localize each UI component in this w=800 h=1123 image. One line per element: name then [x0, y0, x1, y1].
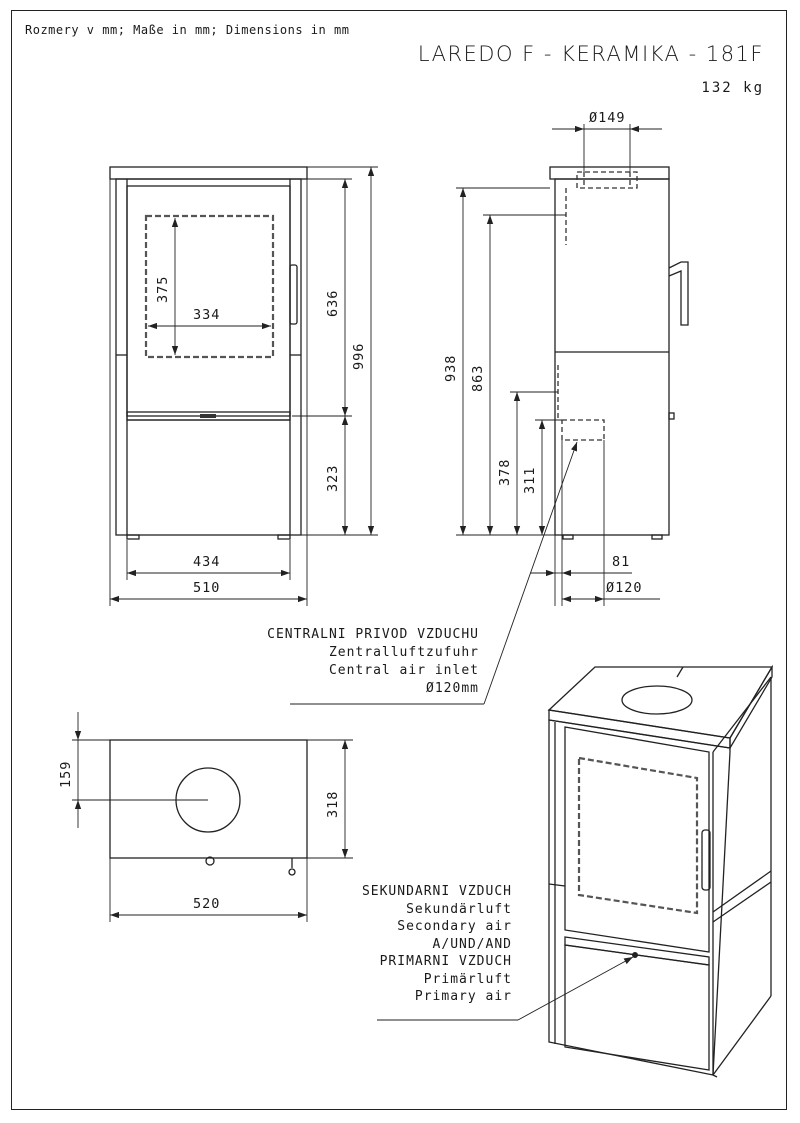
dim-996: 996 — [351, 342, 367, 370]
dim-159: 159 — [58, 760, 74, 788]
air-line-1: SEKUNDARNI VZDUCH — [361, 884, 512, 899]
isometric-view — [377, 664, 774, 1078]
front-view — [109, 166, 378, 606]
central-air-line-2: Zentralluftzufuhr — [328, 645, 479, 660]
dim-378: 378 — [497, 458, 513, 486]
dim-636: 636 — [325, 289, 341, 317]
dim-863: 863 — [470, 364, 486, 392]
drawing-frame — [11, 10, 787, 1110]
dim-311: 311 — [522, 466, 538, 494]
air-line-6: Primärluft — [423, 971, 512, 987]
dim-938: 938 — [443, 354, 459, 382]
dim-334: 334 — [193, 307, 221, 323]
side-view — [456, 124, 689, 606]
central-air-line-3: Central air inlet — [328, 663, 479, 678]
air-line-5: PRIMARNI VZDUCH — [379, 954, 512, 969]
central-air-leader — [290, 441, 578, 705]
dim-flue-diameter: Ø149 — [589, 110, 626, 126]
air-line-3: Secondary air — [397, 919, 512, 934]
air-line-4: A/UND/AND — [432, 936, 512, 952]
air-line-7: Primary air — [414, 989, 512, 1004]
dim-inlet-diameter: Ø120 — [606, 580, 643, 596]
central-air-line-1: CENTRALNI PRIVOD VZDUCHU — [267, 627, 479, 642]
central-air-line-4: Ø120mm — [426, 681, 479, 696]
dim-520: 520 — [193, 896, 221, 912]
air-controls-label: SEKUNDARNI VZDUCH Sekundärluft Secondary… — [362, 883, 512, 1006]
dim-318: 318 — [325, 790, 341, 818]
dim-323: 323 — [325, 464, 341, 492]
central-air-label: CENTRALNI PRIVOD VZDUCHU Zentralluftzufu… — [267, 626, 479, 698]
units-note: Rozmery v mm; Maße in mm; Dimensions in … — [25, 23, 350, 37]
dim-434: 434 — [193, 554, 221, 570]
air-line-2: Sekundärluft — [406, 901, 512, 917]
drawing-title: LAREDO F - KERAMIKA - 181F — [417, 42, 764, 66]
top-view — [72, 712, 353, 922]
weight-label: 132 kg — [701, 80, 764, 96]
dim-510: 510 — [193, 580, 221, 596]
dim-375: 375 — [155, 275, 171, 303]
dim-81: 81 — [612, 554, 631, 570]
